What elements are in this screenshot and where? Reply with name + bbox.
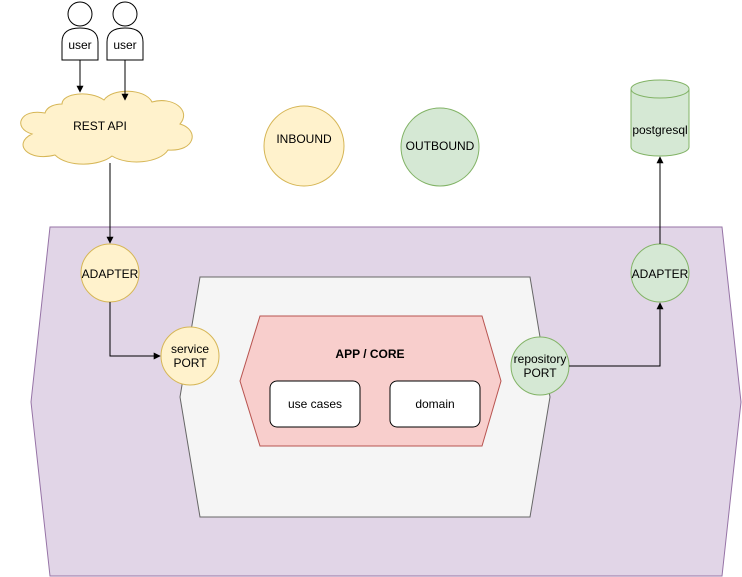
service-port-label-line1: service xyxy=(171,342,209,356)
core-title: APP / CORE xyxy=(335,347,404,361)
arrow-adapter-to-service-port xyxy=(109,302,161,360)
service-port-label-line2: PORT xyxy=(173,356,207,370)
postgresql-label: postgresql xyxy=(632,123,687,137)
user-actor-2: user xyxy=(106,1,144,61)
service-port-circle xyxy=(160,326,220,386)
inbound-legend-label: INBOUND xyxy=(276,132,332,146)
user-actor-1: user xyxy=(61,1,99,61)
use-cases-label: use cases xyxy=(288,397,342,411)
rest-api-label: REST API xyxy=(73,119,127,133)
domain-label: domain xyxy=(415,397,454,411)
domain-box xyxy=(389,380,481,428)
use-cases-box xyxy=(269,380,361,428)
outbound-adapter-label: ADAPTER xyxy=(632,267,689,281)
outbound-legend-label: OUTBOUND xyxy=(406,139,475,153)
outbound-legend-circle xyxy=(400,107,480,187)
arrow-repository-port-to-adapter xyxy=(569,302,664,367)
inbound-adapter-label: ADAPTER xyxy=(82,267,139,281)
repository-port-label-line1: repository xyxy=(514,352,567,366)
rest-api-cloud xyxy=(20,90,193,165)
repository-port-label-line2: PORT xyxy=(523,366,557,380)
inbound-legend-circle xyxy=(263,105,345,187)
user-label-2: user xyxy=(113,38,136,52)
user-label-1: user xyxy=(68,38,91,52)
postgresql-database: postgresql xyxy=(630,79,690,157)
